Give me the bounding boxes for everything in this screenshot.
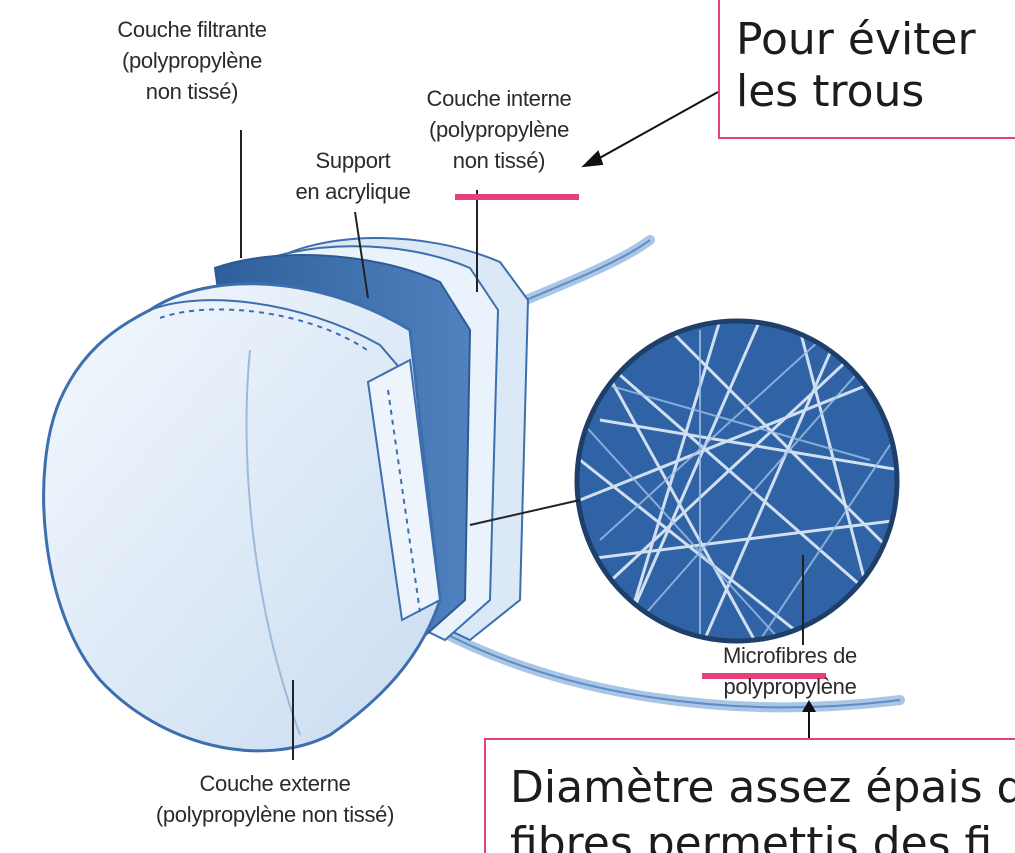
- highlight-non-tisse: [455, 194, 579, 200]
- annotation-line: fibres permettis des fi: [510, 816, 1015, 853]
- annotation-line: Diamètre assez épais d: [510, 760, 1015, 816]
- annotation-box-bottom: Diamètre assez épais d fibres permettis …: [484, 738, 1015, 853]
- label-line: non tissé): [92, 76, 292, 107]
- annotation-line: les trous: [736, 66, 1015, 118]
- microfiber-magnifier: [570, 315, 910, 655]
- label-couche-filtrante: Couche filtrante (polypropylène non tiss…: [92, 14, 292, 107]
- label-line: en acrylique: [268, 176, 438, 207]
- label-line: (polypropylène: [92, 45, 292, 76]
- label-microfibres: Microfibres de polypropylène: [690, 640, 890, 702]
- label-line: (polypropylène: [404, 114, 594, 145]
- arrow-top-shaft: [596, 92, 718, 160]
- annotation-line: Pour éviter: [736, 14, 1015, 66]
- label-line: non tissé): [404, 145, 594, 176]
- label-line: (polypropylène non tissé): [110, 799, 440, 830]
- label-couche-interne: Couche interne (polypropylène non tissé): [404, 83, 594, 176]
- label-line: Couche interne: [404, 83, 594, 114]
- mask-body: [44, 284, 440, 751]
- label-line: Microfibres de: [690, 640, 890, 671]
- label-couche-externe: Couche externe (polypropylène non tissé): [110, 768, 440, 830]
- label-line: Couche externe: [110, 768, 440, 799]
- label-line: polypropylène: [690, 671, 890, 702]
- annotation-box-top: Pour éviter les trous: [718, 0, 1015, 139]
- arrow-up-to-label: [794, 700, 824, 740]
- label-line: Couche filtrante: [92, 14, 292, 45]
